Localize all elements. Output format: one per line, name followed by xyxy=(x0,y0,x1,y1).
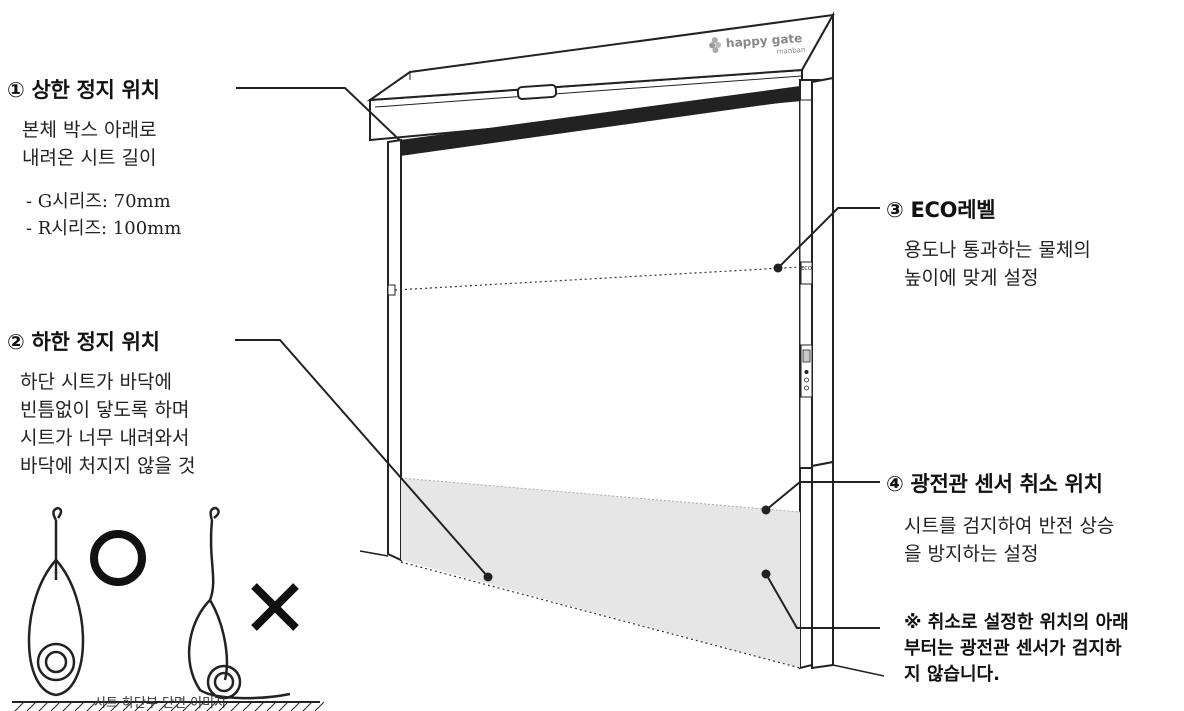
shutter-top-band xyxy=(400,86,800,156)
left-pillar xyxy=(387,138,402,562)
sensor-cancel-zone xyxy=(401,478,800,668)
eco-level-desc-1: 용도나 통과하는 물체의 xyxy=(904,239,1091,261)
box-handle xyxy=(516,83,558,101)
lower-limit-line xyxy=(400,561,801,669)
eco-level-desc-2: 높이에 맞게 설정 xyxy=(904,267,1039,289)
spec-g-series: - G시리즈: 70mm xyxy=(26,191,171,212)
leader-upper xyxy=(236,87,411,151)
lower-limit-desc-4: 바닥에 처지지 않을 것 xyxy=(20,455,196,477)
sheet-incorrect-illustration xyxy=(187,506,291,700)
sheet-correct-illustration xyxy=(27,506,85,697)
lower-limit-desc-3: 시트가 너무 내려와서 xyxy=(20,427,190,449)
eco-level-line xyxy=(394,266,801,291)
sensor-note-3: 지 않습니다. xyxy=(904,664,1000,685)
leader-sensor xyxy=(765,481,880,511)
leader-lower xyxy=(235,339,489,578)
logo-sub: manban xyxy=(776,46,805,56)
sensor-cancel-desc-2: 을 방지하는 설정 xyxy=(904,543,1039,565)
lower-limit-title: ② 하한 정지 위치 xyxy=(7,330,160,354)
illustration-caption: 시트 하단부 단면 이미지 xyxy=(94,696,226,711)
happy-gate-logo: happy gate manban xyxy=(709,31,806,56)
sensor-cancel-desc-1: 시트를 검지하여 반전 상승 xyxy=(904,515,1115,537)
ok-symbol xyxy=(90,530,146,586)
sensor-note-1: ※ 취소로 설정한 위치의 아래 xyxy=(904,612,1129,633)
ng-symbol xyxy=(251,583,299,631)
logo-brand: happy gate xyxy=(726,31,803,50)
upper-limit-desc-1: 본체 박스 아래로 xyxy=(22,119,157,141)
sensor-cancel-title: ④ 광전관 센서 취소 위치 xyxy=(886,472,1103,496)
sensor-note-2: 부터는 광전관 센서가 검지하 xyxy=(904,638,1122,659)
upper-limit-desc-2: 내려온 시트 길이 xyxy=(22,147,157,169)
upper-limit-title: ① 상한 정지 위치 xyxy=(7,78,160,102)
right-pillar-lower xyxy=(799,467,813,670)
leader-note xyxy=(765,573,880,629)
leader-eco xyxy=(777,207,880,269)
eco-level-title: ③ ECO레벨 xyxy=(886,198,996,222)
lower-limit-desc-1: 하단 시트가 바닥에 xyxy=(20,371,172,393)
spec-r-series: - R시리즈: 100mm xyxy=(26,218,182,239)
eco-tag xyxy=(800,261,813,285)
eco-tag-text: ECO xyxy=(801,266,812,272)
lower-limit-desc-2: 빈틈없이 닿도록 하며 xyxy=(20,399,190,421)
